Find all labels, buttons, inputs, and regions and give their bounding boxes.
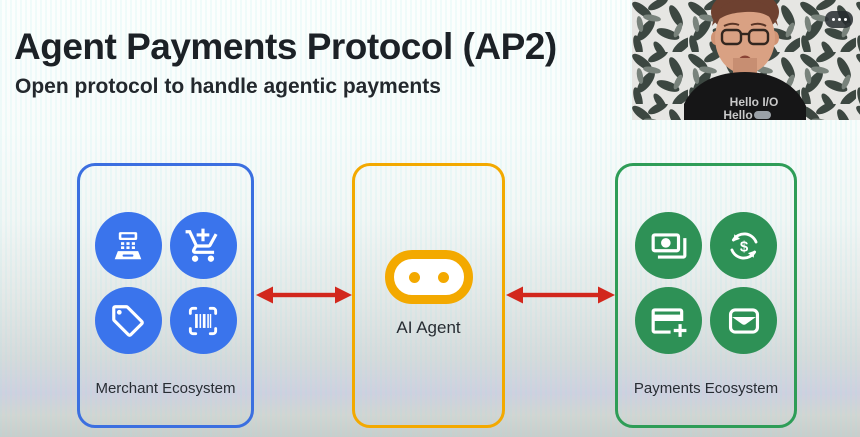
more-options-dot [831,18,835,21]
payments-ecosystem-box: $ Payments Ecosystem [615,163,797,428]
barcode-scanner-icon [169,287,237,354]
robot-eye-right [437,271,449,283]
more-options-dot [837,18,841,21]
svg-text:$: $ [739,238,748,255]
robot-eye-left [408,271,420,283]
robot-face-icon [384,250,473,304]
ai-agent-box: AI Agent [352,163,505,428]
more-options-button[interactable] [825,11,853,28]
payments-ecosystem-label: Payments Ecosystem [633,380,779,397]
wallet-icon [710,287,777,354]
merchant-agent-arrow-icon [256,286,352,304]
presenter-person: Hello I/O Hello [684,0,806,120]
page-subtitle: Open protocol to handle agentic payments [15,75,441,98]
currency-exchange-icon: $ [710,212,777,279]
agent-payments-arrow-icon [506,286,615,304]
cash-icon [635,212,702,279]
shirt-text-line1: Hello I/O [730,95,779,109]
presenter-illustration: Hello I/O Hello [632,0,860,120]
shirt-text-line2: Hello [723,108,752,120]
presenter-webcam: Hello I/O Hello [632,0,860,120]
add-shopping-cart-icon [169,212,237,279]
ai-agent-label: AI Agent [396,318,461,337]
more-options-dot [843,18,847,21]
merchant-ecosystem-label: Merchant Ecosystem [95,380,236,397]
page-title: Agent Payments Protocol (AP2) [14,26,557,67]
payments-icon-grid: $ [635,212,777,354]
add-card-icon [635,287,702,354]
price-tag-icon [94,287,162,354]
merchant-icon-grid [94,212,237,354]
cash-register-icon [94,212,162,279]
merchant-ecosystem-box: Merchant Ecosystem [77,163,254,428]
